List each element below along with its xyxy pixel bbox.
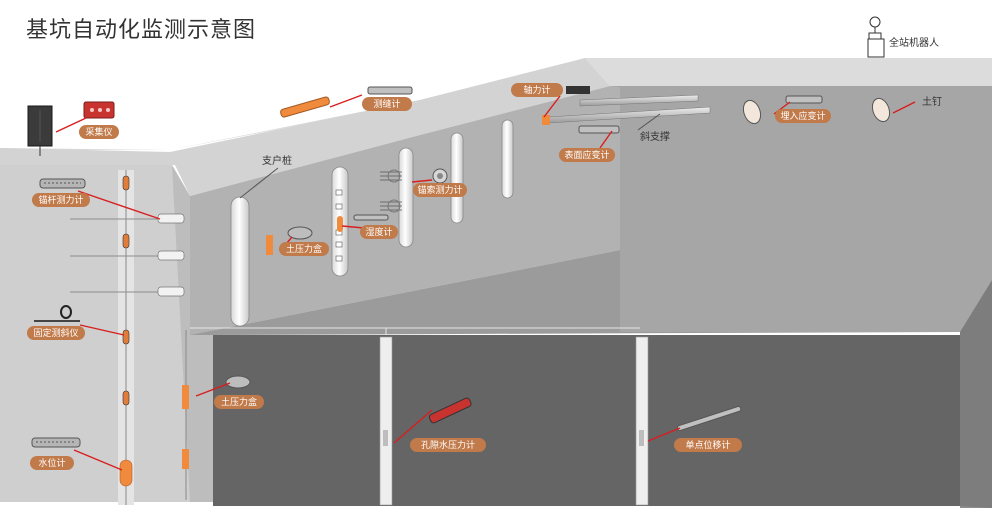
label-surface-strain: 表面应变计: [559, 148, 615, 162]
svg-text:单点位移计: 单点位移计: [685, 439, 730, 451]
svg-text:采集仪: 采集仪: [85, 126, 112, 138]
collector-device-icon: [83, 101, 115, 119]
label-earth-pressure-pile: 土压力盒: [279, 242, 329, 256]
earth-pressure-cell-icon: [225, 226, 313, 389]
leader-lines: [55, 94, 916, 471]
anchor-gauge-icon: [39, 178, 86, 189]
water-level-icon: [31, 437, 81, 448]
svg-text:支户桩: 支户桩: [262, 154, 292, 167]
label-water-level: 水位计: [30, 456, 74, 470]
inclined-braces: [547, 94, 711, 124]
svg-text:水位计: 水位计: [38, 457, 65, 469]
label-anchor-force: 锚杆测力计: [32, 193, 90, 207]
humidity-gauge-icon: [353, 214, 389, 221]
water-level-probe: [119, 459, 133, 487]
svg-text:全站机器人: 全站机器人: [889, 36, 939, 49]
svg-text:孔隙水压力计: 孔隙水压力计: [421, 439, 475, 451]
svg-text:土压力盒: 土压力盒: [286, 243, 322, 255]
pit-floor: [190, 250, 960, 335]
label-single-point-disp: 单点位移计: [674, 438, 742, 452]
ground-surface-right: [585, 58, 992, 86]
collector-box: [27, 105, 53, 156]
inclinometer-icon: [34, 305, 80, 322]
svg-text:锚索测力计: 锚索测力计: [417, 184, 462, 196]
label-support-pile: 支户桩: [262, 154, 292, 167]
label-total-station: 全站机器人: [889, 36, 939, 49]
label-embedded-strain: 埋入应变计: [775, 109, 831, 123]
right-slope: [610, 86, 992, 332]
axial-gauge-icon: [566, 86, 590, 94]
soil-nail-icon: [742, 97, 891, 125]
embedded-strain-icon: [785, 95, 823, 104]
svg-text:土钉: 土钉: [922, 95, 942, 108]
pile: [398, 147, 414, 248]
label-humidity: 湿度计: [360, 225, 398, 239]
label-axial-force: 轴力计: [511, 83, 563, 97]
label-collector: 采集仪: [79, 125, 119, 139]
label-pore-pressure: 孔隙水压力计: [410, 438, 486, 452]
pile: [501, 119, 514, 199]
svg-text:固定测斜仪: 固定测斜仪: [33, 327, 78, 339]
disp-pipe: [635, 336, 649, 506]
left-wall: [0, 165, 190, 502]
rebar-gauge-icon: [367, 86, 413, 95]
label-soil-nail: 土钉: [922, 95, 942, 108]
svg-text:表面应变计: 表面应变计: [564, 149, 609, 161]
rebar-stress-gauge: [280, 96, 330, 118]
page-title: 基坑自动化监测示意图: [26, 18, 257, 43]
svg-text:测缝计: 测缝计: [373, 98, 400, 110]
ground-surface-top: [0, 58, 610, 196]
pile: [230, 196, 250, 327]
pore-pressure-icon: [428, 397, 472, 424]
lower-pit-right-face: [960, 280, 992, 508]
pile: [450, 132, 464, 224]
label-earth-pressure-side: 土压力盒: [214, 395, 264, 409]
total-station-icon: [867, 16, 885, 58]
svg-text:轴力计: 轴力计: [523, 84, 550, 96]
label-cable-force: 锚索测力计: [413, 183, 467, 197]
pore-pipe: [379, 336, 393, 506]
svg-text:湿度计: 湿度计: [365, 226, 392, 238]
svg-text:埋入应变计: 埋入应变计: [780, 110, 825, 122]
svg-text:锚杆测力计: 锚杆测力计: [38, 194, 83, 206]
svg-text:土压力盒: 土压力盒: [221, 396, 257, 408]
label-rebar-stress: 测缝计: [362, 97, 412, 111]
support-piles: [230, 119, 514, 327]
svg-text:斜支撑: 斜支撑: [640, 130, 670, 143]
surface-strain-icon: [578, 125, 620, 134]
lower-pit: [213, 335, 960, 506]
label-inclined-brace: 斜支撑: [640, 130, 670, 143]
label-fixed-inclinometer: 固定测斜仪: [27, 326, 85, 340]
